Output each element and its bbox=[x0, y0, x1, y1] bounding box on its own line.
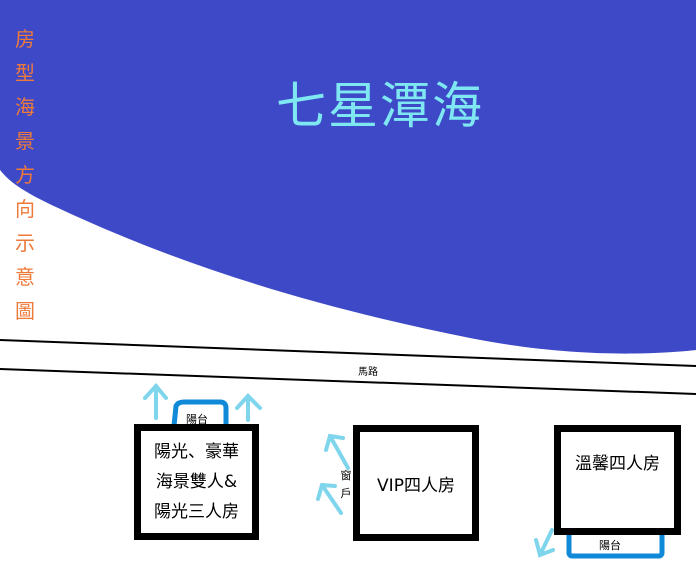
up-right-arrow-icon bbox=[316, 482, 343, 515]
room-c-lower-section bbox=[554, 491, 681, 535]
title-char: 房 bbox=[15, 27, 35, 51]
room-c: 溫馨四人房 bbox=[554, 425, 681, 498]
sea-area bbox=[0, 0, 696, 354]
up-arrow-icon bbox=[235, 393, 262, 422]
balcony-c-label: 陽台 bbox=[599, 539, 621, 552]
road-line-top bbox=[0, 339, 696, 367]
room-b: VIP四人房 bbox=[353, 425, 479, 541]
title-char: 向 bbox=[15, 197, 35, 221]
room-c-label: 溫馨四人房 bbox=[575, 454, 660, 474]
window-b-label: 窗 戶 bbox=[339, 467, 353, 503]
sea-label: 七星潭海 bbox=[276, 77, 484, 135]
room-b-label: VIP四人房 bbox=[377, 475, 455, 496]
room-a: 陽光、豪華 海景雙人& 陽光三人房 bbox=[134, 424, 259, 540]
room-a-line: 陽光三人房 bbox=[154, 502, 239, 522]
diagram-title-vertical: 房 型 海 景 方 向 示 意 圖 bbox=[10, 22, 40, 328]
road-line-bottom bbox=[0, 368, 696, 395]
balcony-a-label: 陽台 bbox=[186, 413, 208, 426]
title-char: 型 bbox=[15, 61, 35, 85]
title-char: 景 bbox=[15, 129, 35, 153]
title-char: 意 bbox=[15, 265, 35, 289]
up-right-arrow-icon bbox=[324, 433, 350, 470]
road-label: 馬路 bbox=[358, 367, 378, 378]
title-char: 示 bbox=[15, 231, 35, 255]
window-char: 戶 bbox=[340, 487, 352, 500]
down-left-arrow-icon bbox=[534, 528, 555, 558]
window-char: 窗 bbox=[340, 469, 352, 482]
room-a-line: 陽光、豪華 bbox=[154, 442, 239, 462]
up-arrow-icon bbox=[143, 382, 168, 420]
room-a-line: 海景雙人& bbox=[155, 472, 238, 492]
title-char: 海 bbox=[15, 95, 35, 119]
title-char: 方 bbox=[15, 163, 35, 187]
title-char: 圖 bbox=[15, 299, 35, 323]
balcony-a-outline bbox=[171, 399, 229, 428]
